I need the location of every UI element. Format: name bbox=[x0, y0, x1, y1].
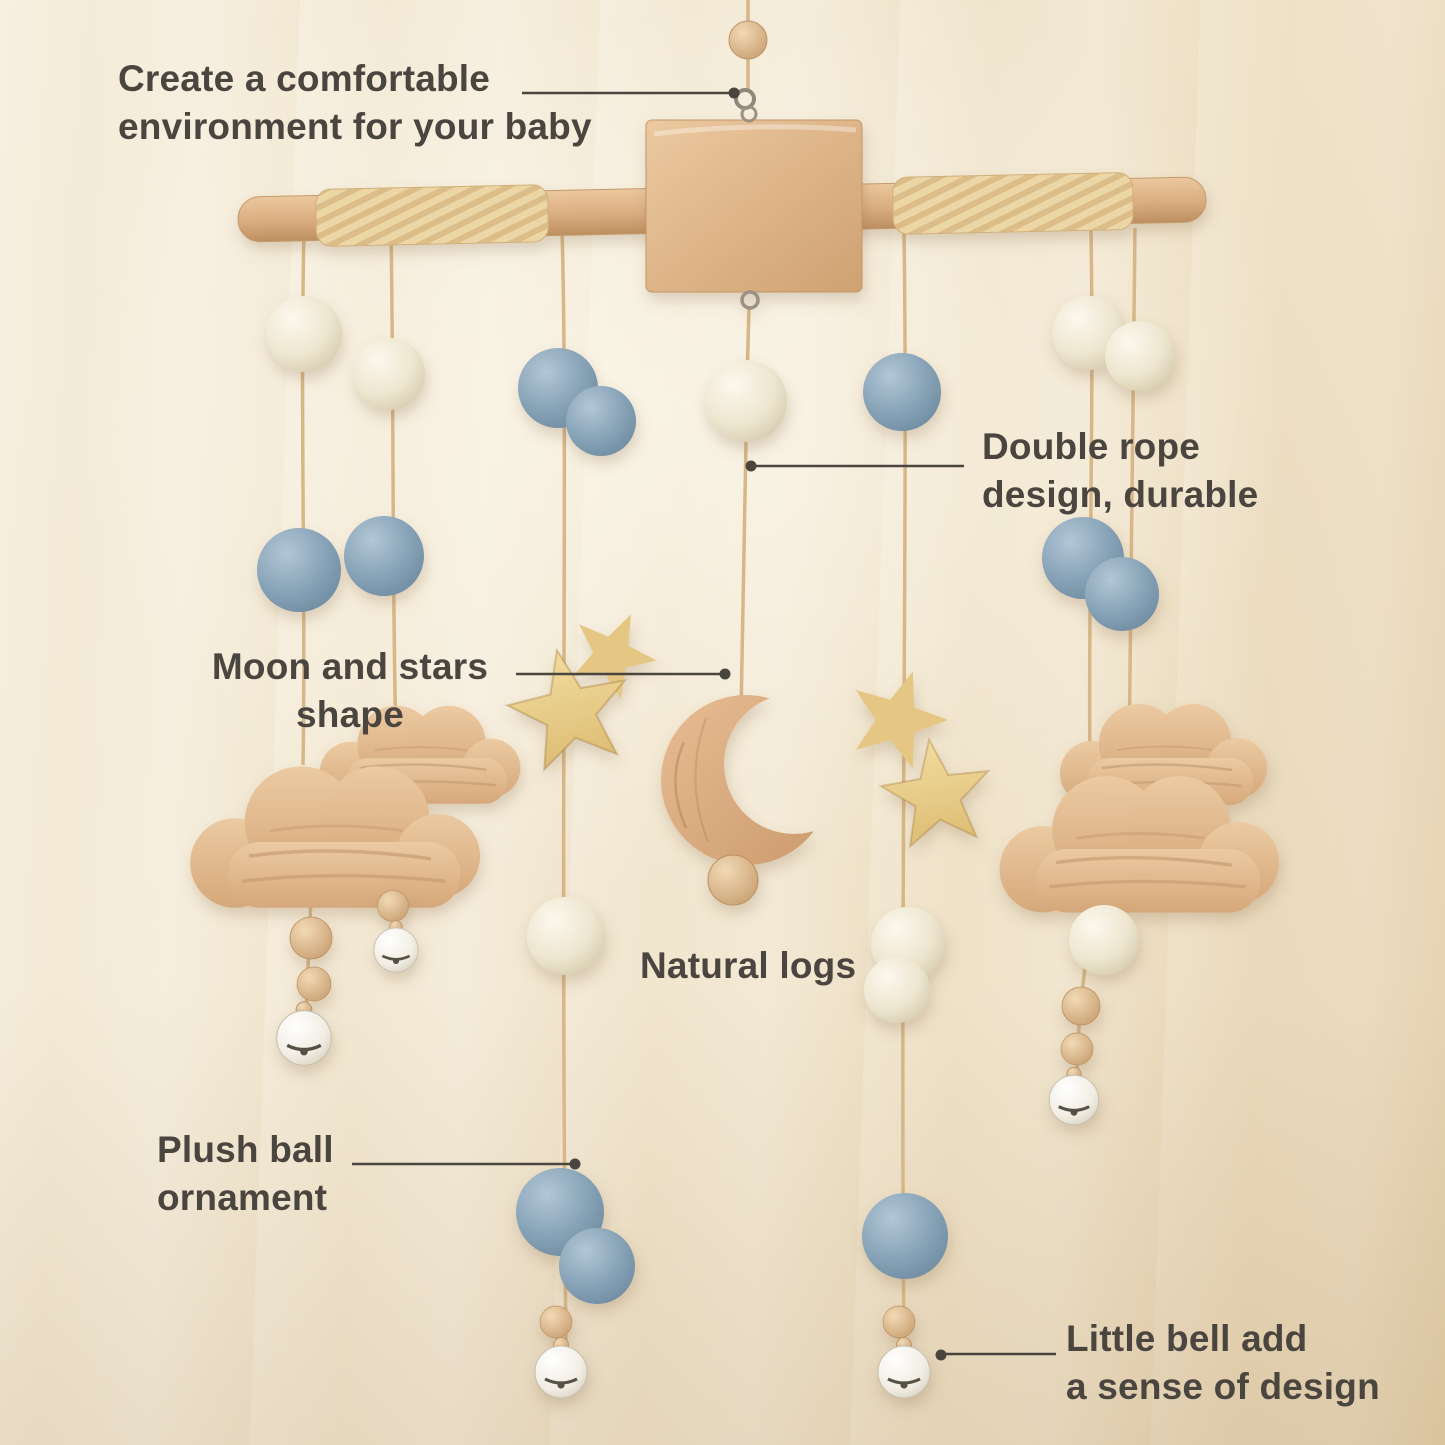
wooden-bead bbox=[289, 916, 333, 960]
wooden-star bbox=[874, 731, 999, 851]
top-hanger bbox=[728, 20, 768, 123]
felt-ball-white bbox=[864, 957, 930, 1023]
wooden-bead bbox=[1060, 1032, 1094, 1066]
annotation-double-rope: Double rope design, durable bbox=[982, 426, 1259, 516]
right-beads-and-bells bbox=[1047, 905, 1139, 1127]
wooden-clouds-right bbox=[997, 702, 1281, 915]
leader-dot bbox=[745, 460, 757, 472]
jingle-bell bbox=[876, 1335, 932, 1400]
annotation-little-bell: Little bell add a sense of design bbox=[1066, 1318, 1380, 1408]
jingle-bell bbox=[533, 1335, 589, 1400]
annotation-comfort: Create a comfortable environment for you… bbox=[118, 58, 592, 148]
wooden-star bbox=[838, 656, 959, 775]
hanging-string bbox=[1127, 227, 1137, 763]
leader-dot bbox=[719, 668, 731, 680]
wooden-cube bbox=[645, 119, 863, 310]
leader-dot bbox=[935, 1349, 947, 1361]
annotation-natural-logs: Natural logs bbox=[640, 945, 857, 986]
right-strand-felt-balls bbox=[1042, 296, 1175, 631]
jingle-bell bbox=[372, 919, 420, 974]
annotation-leaders bbox=[352, 87, 1056, 1361]
eye-hook-icon bbox=[740, 290, 760, 310]
leader-dot bbox=[728, 87, 740, 99]
felt-ball-blue bbox=[863, 353, 941, 431]
rope-wrap-left bbox=[315, 184, 549, 247]
wooden-bead bbox=[882, 1305, 916, 1339]
strand-5-items bbox=[838, 353, 999, 1400]
rope-wrap-right bbox=[892, 172, 1134, 235]
felt-ball-white bbox=[353, 338, 425, 410]
wooden-moon bbox=[661, 695, 831, 865]
felt-ball-white bbox=[1069, 905, 1139, 975]
felt-ball-blue bbox=[1085, 557, 1159, 631]
felt-ball-blue bbox=[344, 516, 424, 596]
felt-ball-blue bbox=[862, 1193, 948, 1279]
left-beads-and-bells bbox=[275, 890, 420, 1067]
strand-3-items bbox=[497, 348, 670, 1400]
felt-ball-white bbox=[527, 897, 605, 975]
felt-ball-white bbox=[266, 296, 342, 372]
annotation-plush-ball: Plush ball ornament bbox=[157, 1129, 334, 1219]
wooden-bead bbox=[728, 20, 768, 60]
wooden-bead bbox=[707, 854, 759, 906]
jingle-bell bbox=[1047, 1065, 1101, 1127]
jingle-bell bbox=[275, 1000, 333, 1067]
hanging-string bbox=[389, 229, 398, 743]
eye-hook-icon bbox=[740, 105, 758, 123]
hanging-string bbox=[560, 229, 568, 1345]
felt-ball-blue bbox=[559, 1228, 635, 1304]
felt-ball-blue bbox=[257, 528, 341, 612]
center-strand-items bbox=[661, 360, 831, 906]
wooden-bead bbox=[296, 966, 332, 1002]
felt-ball-white bbox=[705, 360, 787, 442]
wooden-bead bbox=[1061, 986, 1101, 1026]
wooden-bead bbox=[377, 890, 409, 922]
felt-ball-white bbox=[1105, 321, 1175, 391]
felt-ball-blue bbox=[566, 386, 636, 456]
leader-dot bbox=[569, 1158, 581, 1170]
wooden-bead bbox=[539, 1305, 573, 1339]
annotation-moon-stars: Moon and stars shape bbox=[211, 646, 489, 736]
left-strand-felt-balls bbox=[257, 296, 425, 612]
